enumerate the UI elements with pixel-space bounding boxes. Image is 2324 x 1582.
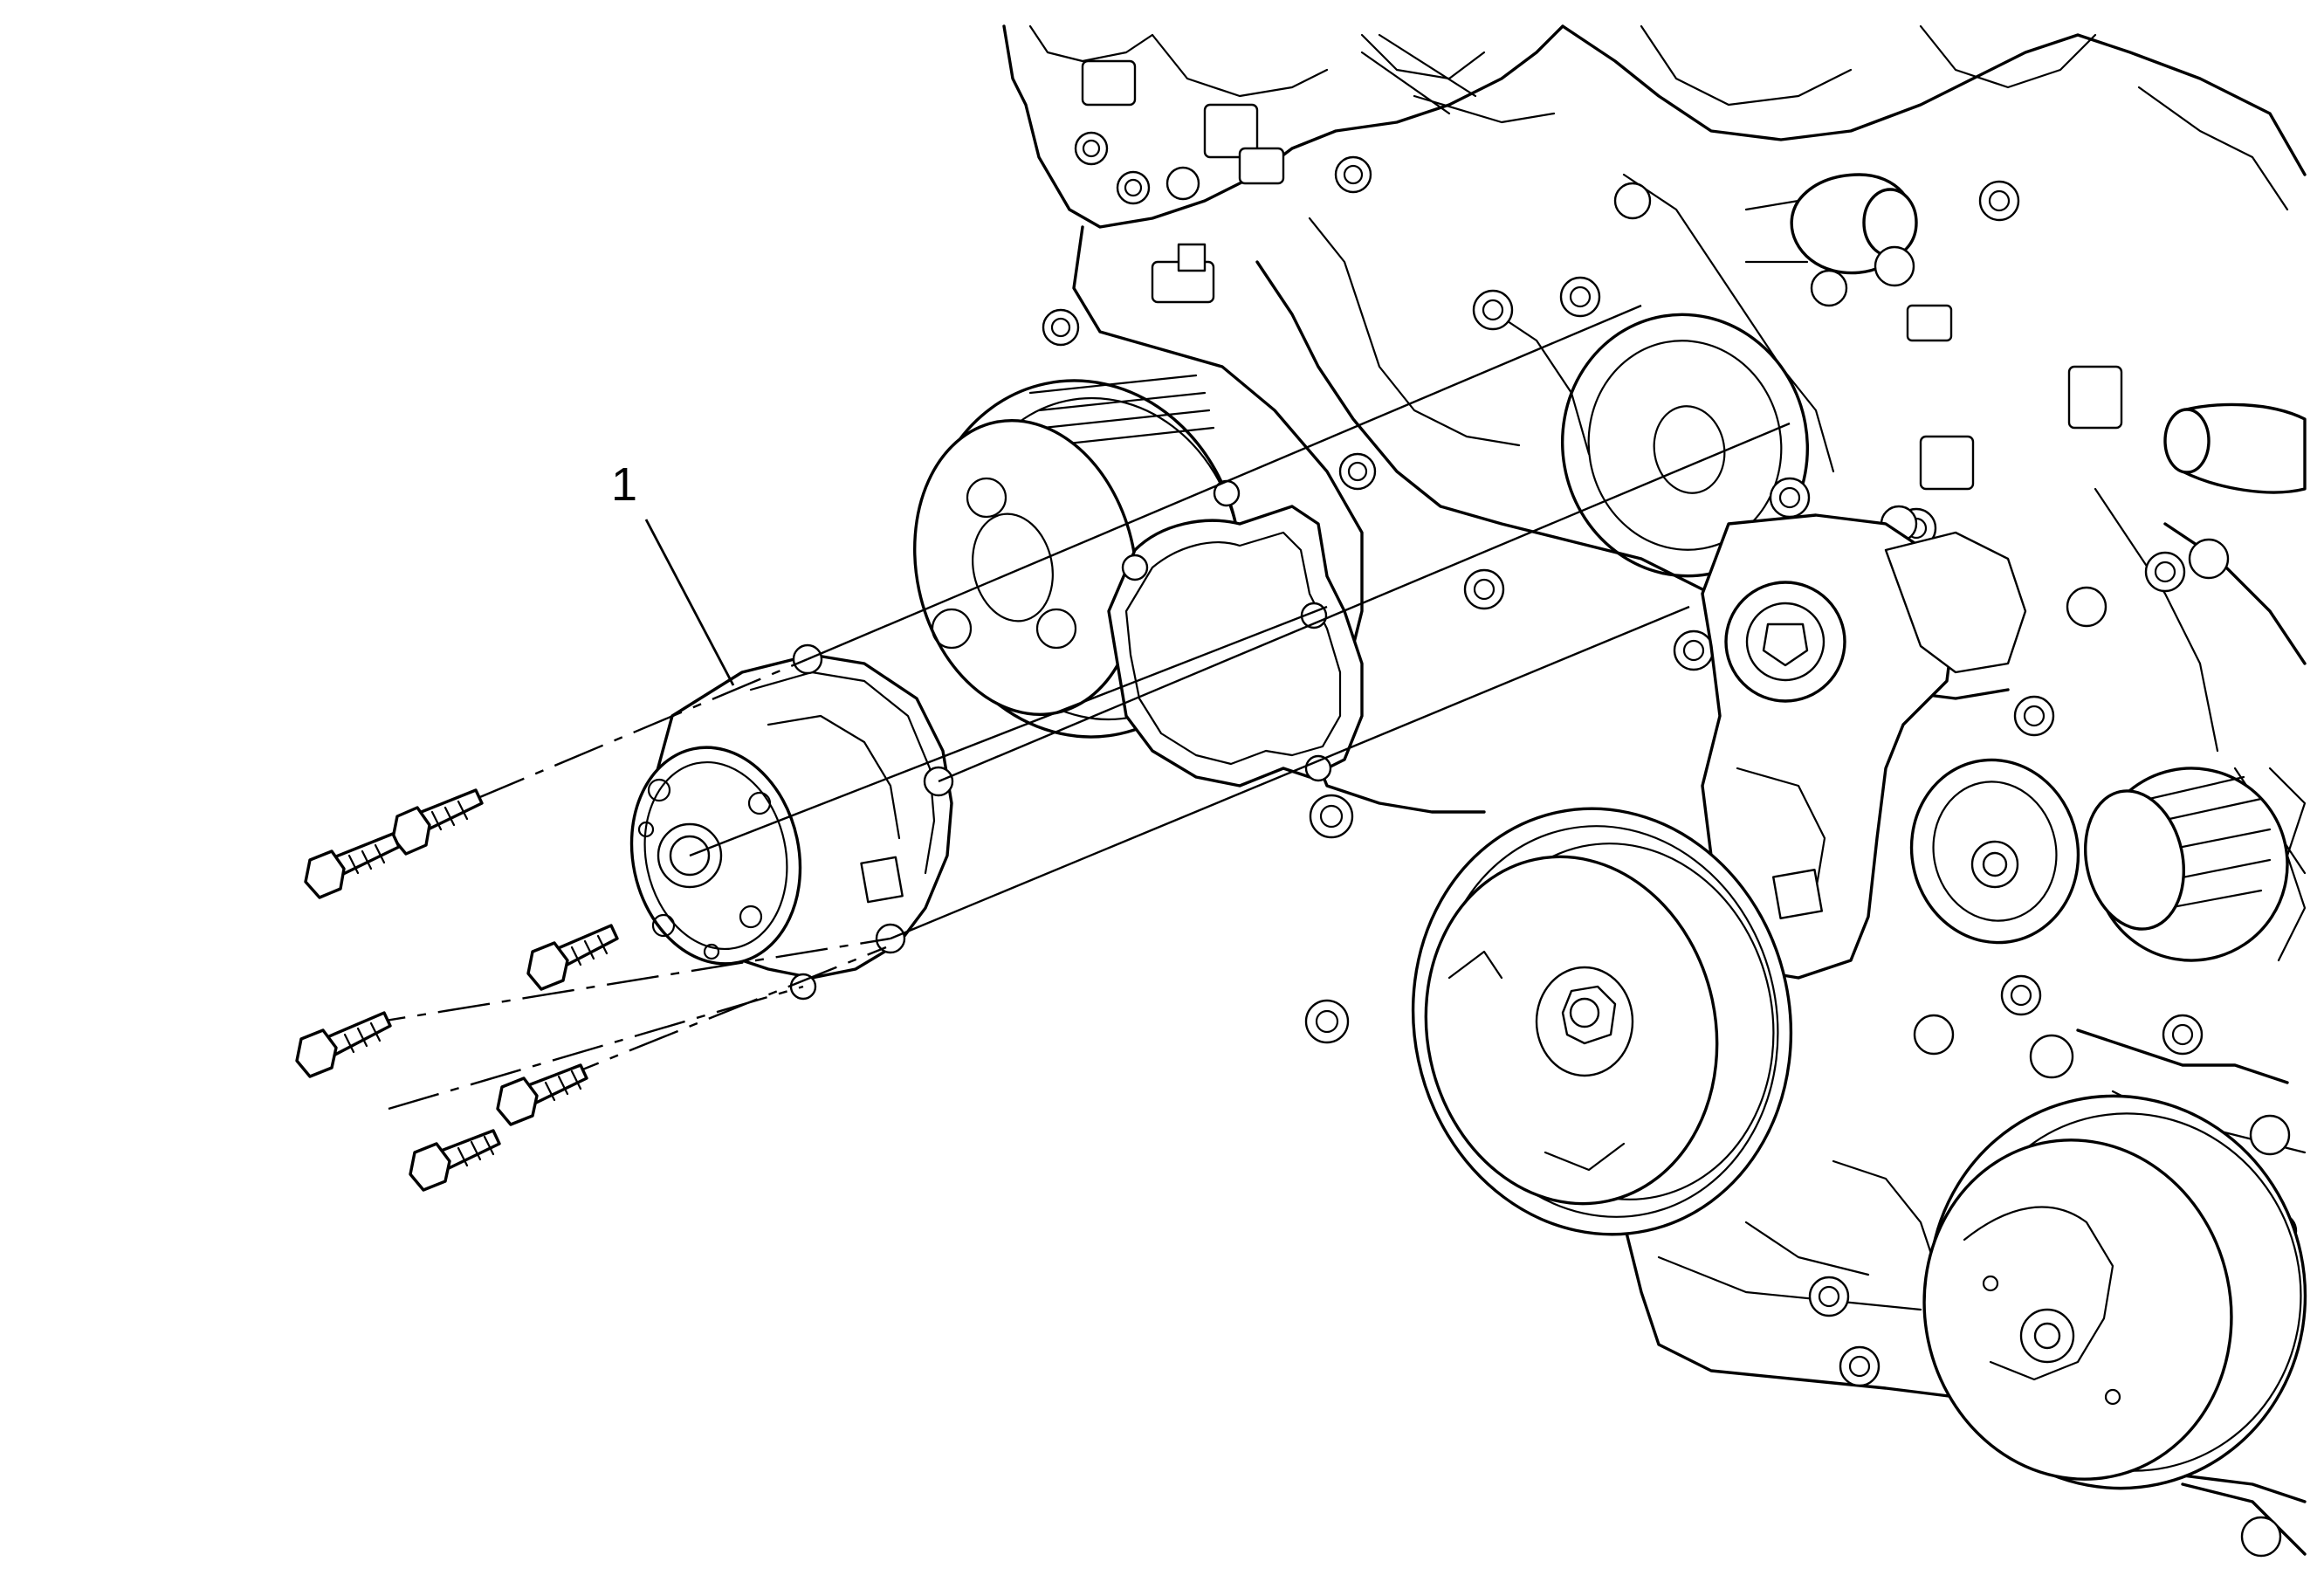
callout-leader-1: [644, 519, 735, 686]
water-pump: [629, 643, 954, 1001]
bolt-1: [391, 788, 484, 856]
bolt-6: [409, 1129, 501, 1192]
bolt-2: [304, 832, 401, 899]
bolt-5: [496, 1063, 588, 1126]
ac-compressor-pulley: [1922, 1094, 2307, 1490]
water-pump-gasket: [1107, 479, 1364, 788]
crankshaft-balancer: [1411, 807, 1793, 1236]
callout-label-1: 1: [611, 458, 638, 511]
alternator-pulley: [2083, 767, 2307, 962]
idler-pulley-upper: [1909, 758, 2080, 945]
bolt-3: [526, 924, 619, 991]
belt-tensioner: [1701, 513, 2027, 980]
bolt-4: [295, 1011, 392, 1078]
assembly-lines: [353, 304, 1791, 1111]
